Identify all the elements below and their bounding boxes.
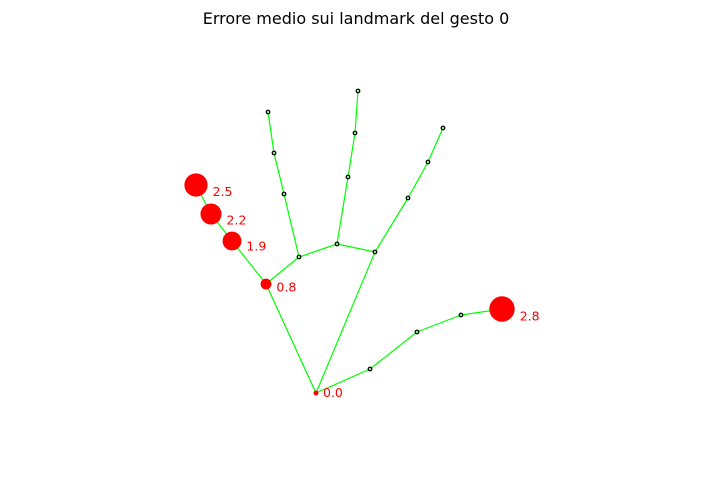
landmark-point-12 — [265, 109, 271, 115]
error-label-6: 1.9 — [246, 239, 266, 254]
landmark-point-19 — [425, 159, 431, 165]
landmark-point-11 — [271, 150, 277, 156]
bone-2-3 — [416, 314, 462, 333]
bone-15-16 — [354, 90, 359, 134]
landmark-point-18 — [405, 195, 411, 201]
bone-10-11 — [273, 152, 285, 195]
landmark-point-9 — [296, 254, 302, 260]
bone-18-19 — [407, 161, 429, 199]
bone-0-5 — [265, 283, 317, 394]
landmark-point-2 — [414, 329, 420, 335]
bone-14-15 — [347, 132, 356, 178]
error-labels: 0.0 2.8 0.8 1.9 2.2 2.5 — [213, 184, 540, 400]
chart-title: Errore medio sui landmark del gesto 0 — [203, 9, 510, 28]
landmark-point-16 — [355, 88, 361, 94]
error-marker-7 — [200, 203, 222, 225]
bone-1-2 — [369, 331, 418, 370]
bone-19-20 — [427, 127, 444, 163]
landmark-point-10 — [281, 191, 287, 197]
bone-17-18 — [374, 197, 409, 253]
error-label-0: 0.0 — [323, 385, 343, 400]
bone-13-17 — [336, 243, 376, 253]
error-marker-4 — [489, 296, 515, 322]
error-marker-6 — [222, 231, 242, 251]
landmark-point-3 — [458, 312, 464, 318]
error-marker-0 — [313, 390, 319, 396]
error-marker-5 — [260, 278, 272, 290]
error-markers — [184, 173, 515, 396]
error-label-8: 2.5 — [213, 184, 233, 199]
error-label-5: 0.8 — [276, 279, 296, 294]
landmark-point-15 — [352, 130, 358, 136]
error-label-7: 2.2 — [227, 212, 247, 227]
landmark-point-20 — [440, 125, 446, 131]
landmark-points — [265, 88, 464, 372]
bone-9-13 — [298, 243, 338, 258]
landmark-point-14 — [345, 174, 351, 180]
error-label-4: 2.8 — [520, 309, 540, 324]
bone-13-14 — [336, 176, 349, 245]
error-marker-8 — [184, 173, 208, 197]
landmark-point-1 — [367, 366, 373, 372]
bone-11-12 — [267, 111, 275, 154]
landmark-point-13 — [334, 241, 340, 247]
bone-5-9 — [265, 256, 300, 285]
bone-0-1 — [315, 368, 371, 394]
bone-0-17 — [315, 251, 376, 394]
hand-skeleton-bones — [195, 90, 503, 394]
bone-9-10 — [283, 193, 300, 258]
landmark-point-17 — [372, 249, 378, 255]
